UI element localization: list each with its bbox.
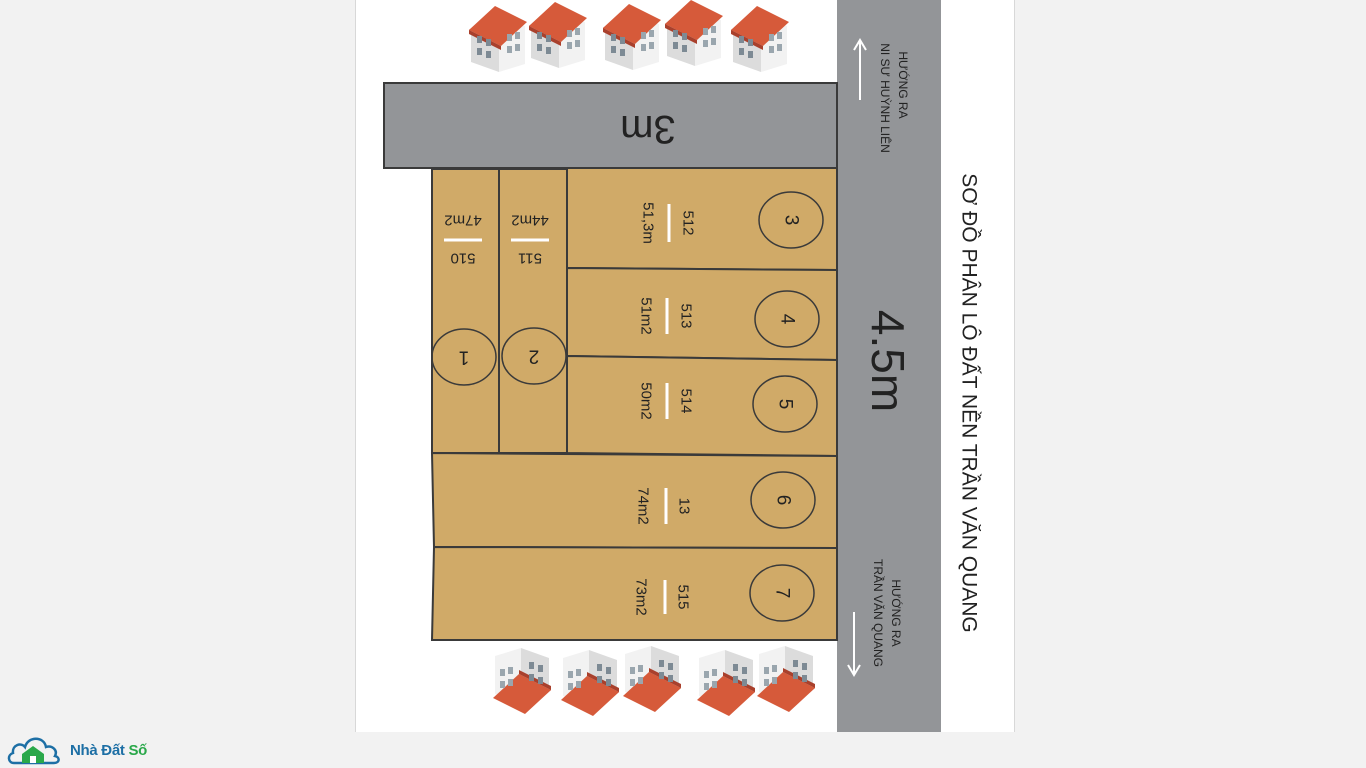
lot-area: 73m2 (633, 578, 650, 616)
house-cloud-icon (7, 737, 60, 765)
house-illustration (623, 646, 681, 712)
parcel-number: 512 (680, 210, 697, 235)
brand-logo[interactable]: Nhà Đất Số (6, 733, 147, 768)
lot-circles (431, 191, 824, 622)
lot-number: 7 (772, 588, 793, 599)
lot-area: 51m2 (638, 297, 655, 335)
lot-area: 47m2 (444, 212, 482, 229)
lot-area: 51,3m (640, 202, 657, 244)
house-illustration (561, 650, 619, 716)
house-illustration (665, 0, 723, 66)
side-road-width: 3m (620, 107, 676, 151)
lot-area: 44m2 (511, 212, 549, 229)
lot-number: 2 (529, 346, 540, 367)
direction-label: HƯỚNG RA (896, 51, 911, 118)
lot-number: 4 (777, 314, 798, 325)
lot-number: 3 (781, 215, 802, 226)
map-title: SƠ ĐỒ PHÂN LÔ ĐẤT NỀN TRẦN VĂN QUANG (958, 173, 982, 632)
house-illustration (469, 6, 527, 72)
lot-dividers (444, 204, 671, 614)
direction-label: NI SƯ HUỲNH LIÊN (878, 43, 893, 153)
lot-number: 5 (775, 399, 796, 410)
house-illustration (731, 6, 789, 72)
house-illustration (493, 648, 551, 714)
brand-name-main: Nhà Đất (70, 742, 129, 759)
house-illustration (529, 2, 587, 68)
lot-number: 1 (459, 347, 470, 368)
house-illustration (757, 646, 815, 712)
lot-polygons (430, 167, 838, 641)
parcel-number: 513 (678, 303, 695, 328)
lot-area: 74m2 (635, 487, 652, 525)
arrow-down-icon (847, 612, 861, 677)
side-road (383, 82, 838, 169)
image-viewer: 1 2 3 4 5 6 7 512 51,3m 513 51m2 514 50m… (355, 0, 1015, 732)
house-illustration (603, 4, 661, 70)
parcel-number: 13 (676, 498, 693, 515)
main-road-width: 4.5m (862, 310, 914, 412)
brand-name: Nhà Đất Số (70, 742, 147, 759)
brand-name-accent: Số (128, 742, 148, 759)
main-road (837, 0, 941, 732)
lot-7[interactable] (430, 545, 838, 641)
parcel-number: 514 (678, 388, 695, 413)
parcel-number: 515 (675, 584, 692, 609)
house-illustration (697, 650, 755, 716)
lot-5[interactable] (566, 354, 838, 458)
lot-map: 1 2 3 4 5 6 7 512 51,3m 513 51m2 514 50m… (383, 0, 982, 732)
direction-label: TRẦN VĂN QUANG (871, 559, 886, 667)
parcel-number: 511 (518, 250, 542, 267)
arrow-up-icon (853, 38, 867, 100)
parcel-number: 510 (450, 250, 475, 267)
lot-number: 6 (773, 495, 794, 506)
lot-area: 50m2 (638, 382, 655, 420)
direction-label: HƯỚNG RA (889, 579, 904, 646)
